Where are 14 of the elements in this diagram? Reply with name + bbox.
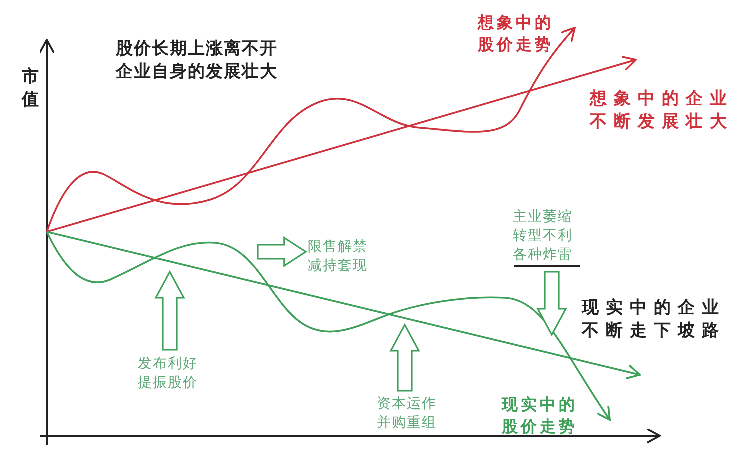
annotation-text: 发布利好提振股价 — [138, 355, 204, 393]
block-arrow — [257, 236, 308, 268]
title-text: 股价长期上涨离不开企业自身的发展壮大 — [116, 38, 279, 84]
note-text: 现实中的股价走势 — [502, 394, 579, 438]
note-text: 现实中的企业不断走下坡路 — [582, 297, 727, 343]
block-arrow — [536, 271, 568, 337]
note-text: 想象中的股价走势 — [478, 12, 555, 56]
note-text: 想象中的企业不断发展壮大 — [590, 88, 735, 134]
block-arrow — [154, 270, 186, 351]
note-text: 市值 — [22, 66, 40, 112]
annotation-text: 限售解禁减持套现 — [308, 238, 374, 276]
annotation-text: 资本运作并购重组 — [377, 395, 443, 433]
block-arrow — [390, 323, 420, 392]
annotation-text: 主业萎缩转型不利各种炸雷 — [513, 208, 583, 265]
